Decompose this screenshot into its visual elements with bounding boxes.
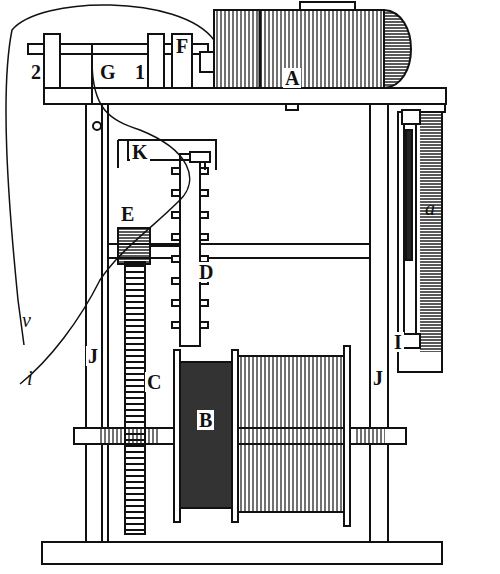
part-letter: I [392,332,404,352]
part-letter: v [20,310,33,330]
wheel-pin [200,322,208,328]
wheel-pin [172,190,180,196]
wheel-pin [172,256,180,262]
wheel-pin [172,278,180,284]
part-letter: K [130,142,150,162]
wheel-pin [172,212,180,218]
part-letter: G [98,62,118,82]
part-letter: A [283,68,301,88]
part-letter: a [423,198,437,218]
part-letter: J [86,346,100,366]
part-letter: B [197,410,214,430]
wheel-pin [172,300,180,306]
part-letter: C [145,372,163,392]
part-letter: F [174,36,190,56]
wheel-pin [172,234,180,240]
wheel-pin [172,322,180,328]
wheel-pin [200,212,208,218]
wheel-pin [200,300,208,306]
wheel-pin [200,234,208,240]
part-letter: E [119,204,136,224]
part-letter: 1 [133,62,147,82]
part-letter: 2 [29,62,43,82]
part-letter: J [371,368,385,388]
part-letter: D [197,262,215,282]
wheel-pin [172,168,180,174]
part-letter: i [25,368,35,388]
wheel-pin [200,190,208,196]
